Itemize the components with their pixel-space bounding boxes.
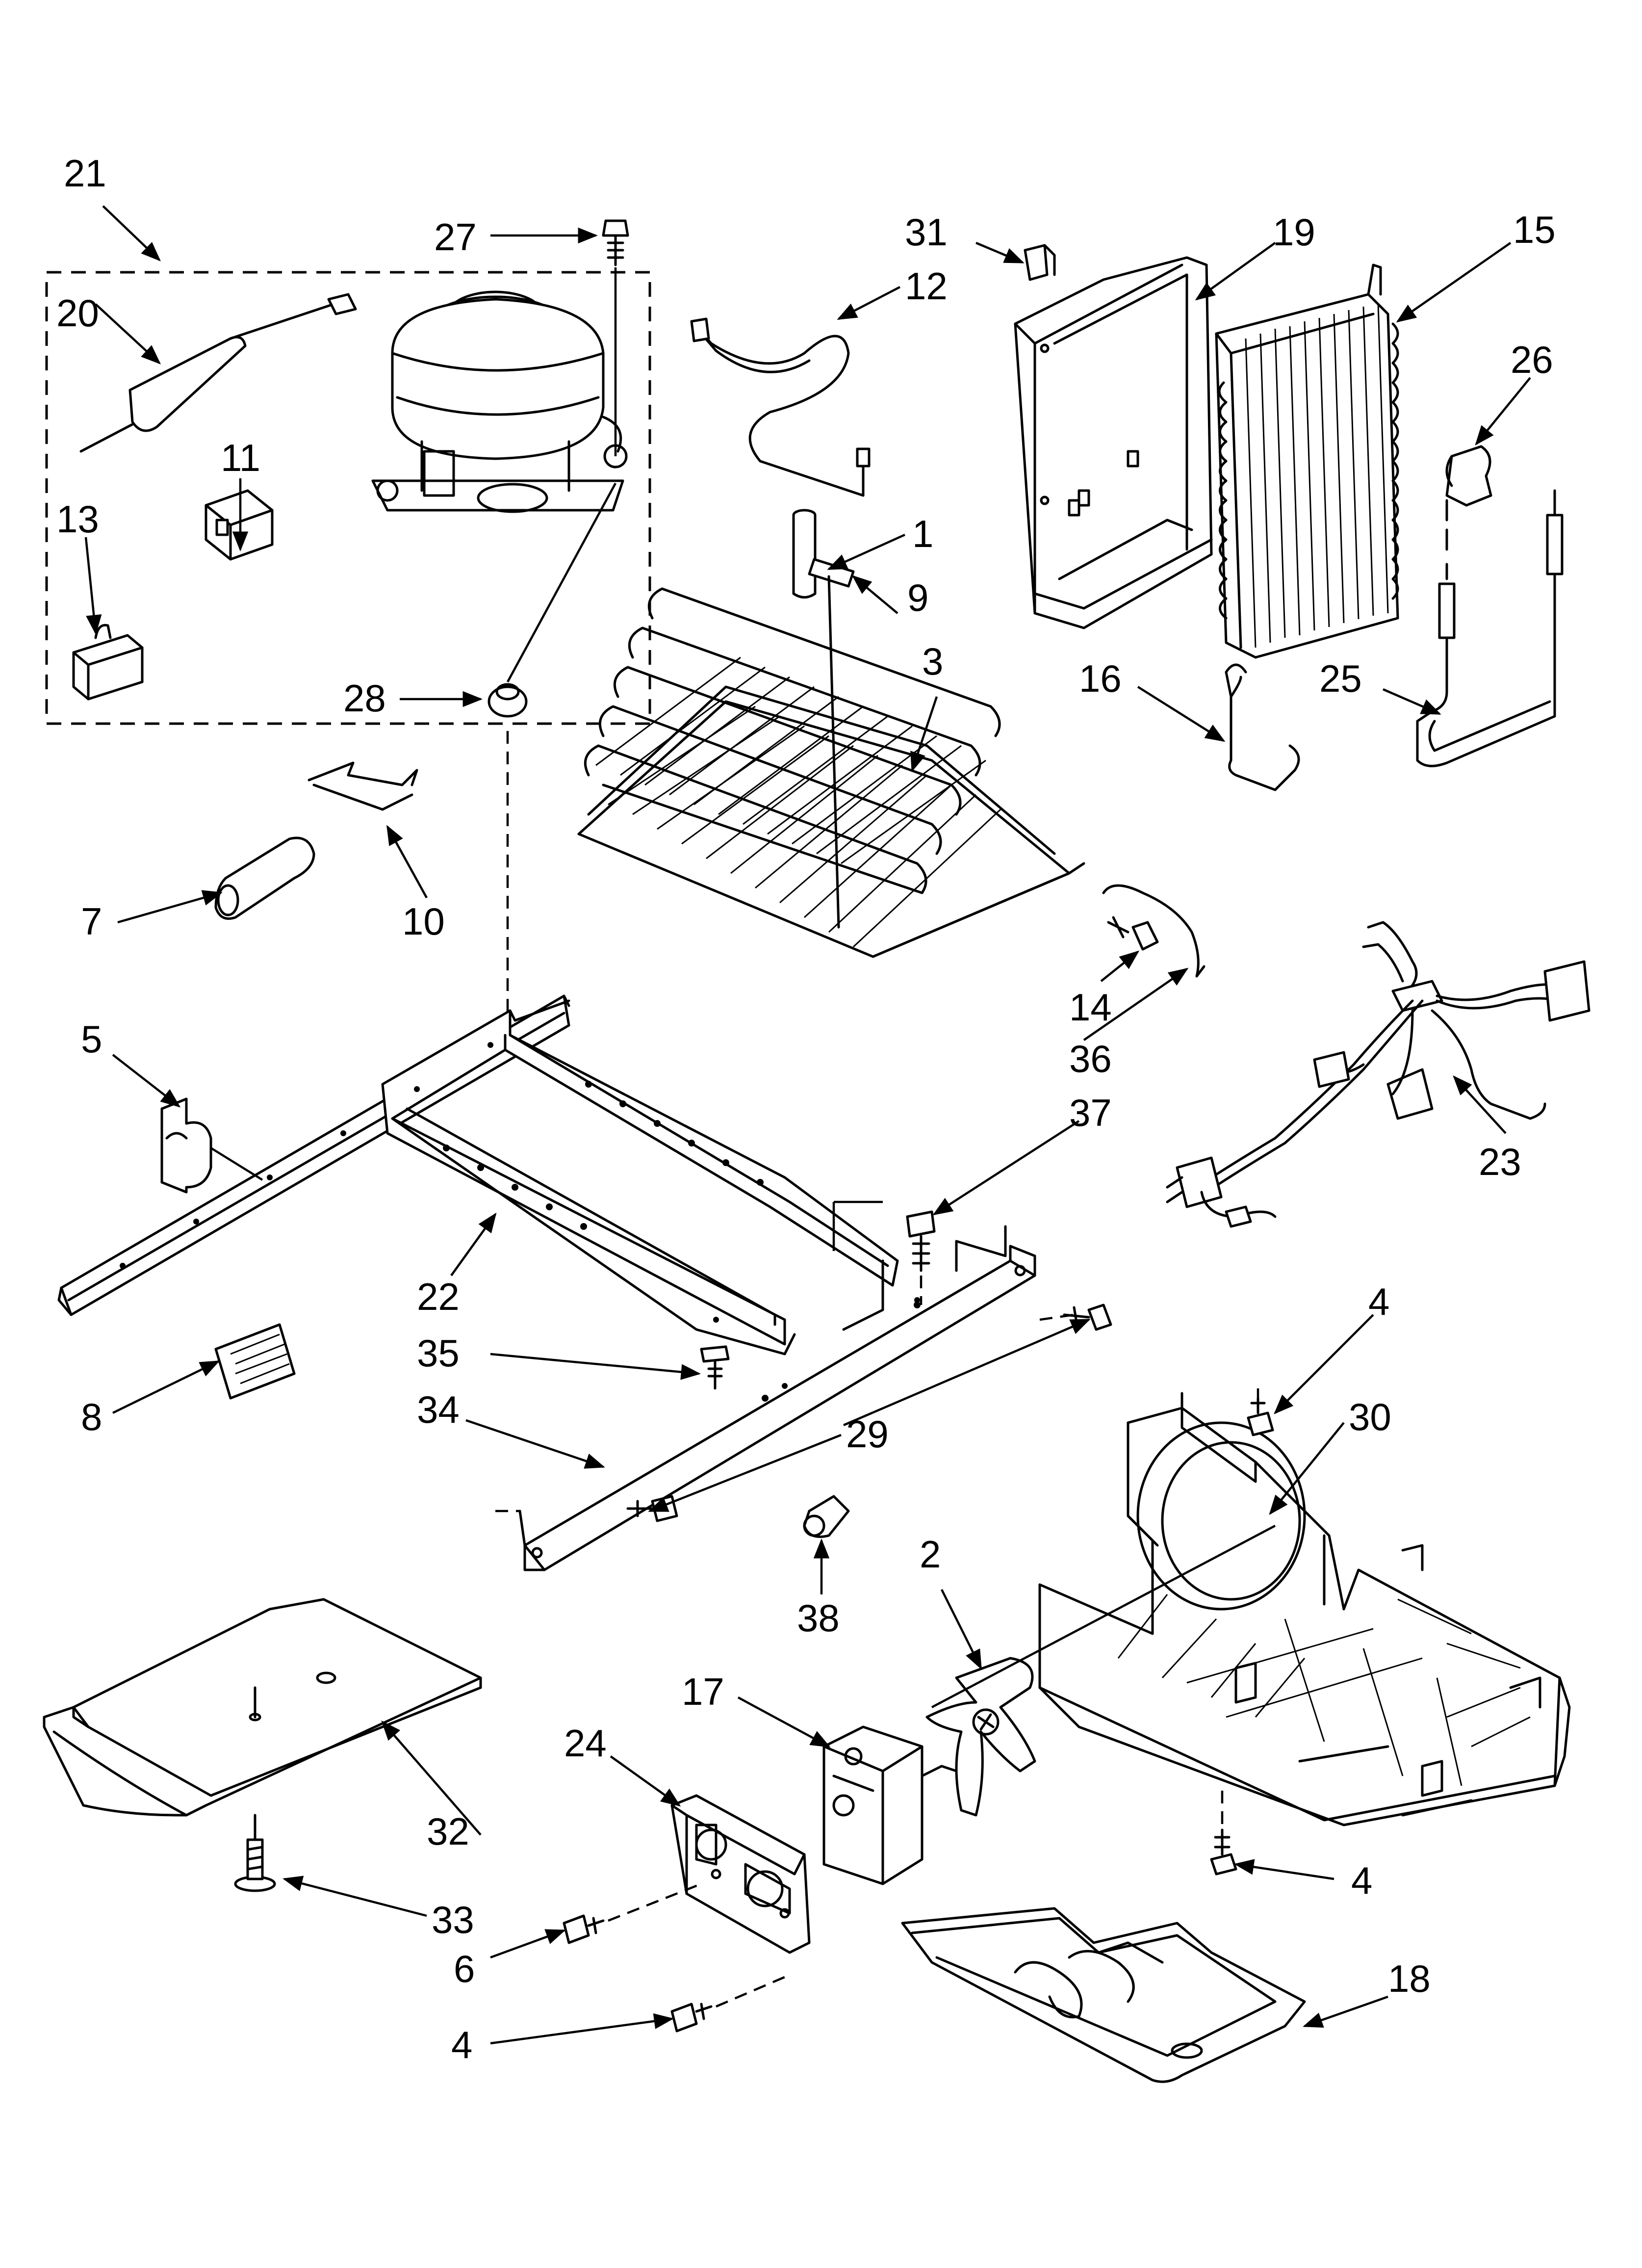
callout-23: 23 (1479, 1140, 1521, 1183)
callout-7: 7 (81, 900, 102, 943)
callout-38: 38 (797, 1596, 840, 1640)
fan-blade-2-part (925, 1657, 1036, 1817)
clip-10-part (308, 761, 418, 811)
callout-15: 15 (1513, 208, 1556, 251)
wire-36-part (1102, 884, 1206, 978)
callout-13: 13 (56, 497, 99, 541)
drier-20-part (79, 293, 357, 453)
callout-30: 30 (1349, 1395, 1391, 1438)
bolt-37-part (906, 1210, 936, 1272)
fan-housing-30-part (1038, 1407, 1571, 1826)
screw-4a-part (1180, 1392, 1274, 1436)
callout-32: 32 (427, 1810, 469, 1853)
drain-pan-18-part (901, 1907, 1306, 2083)
callout-16: 16 (1079, 657, 1122, 700)
callout-1: 1 (912, 512, 933, 555)
dashed-connectors (254, 731, 1276, 2008)
callout-12: 12 (905, 264, 948, 308)
compressor-part (371, 290, 628, 513)
bar-34-part (518, 1225, 1036, 1571)
callout-27: 27 (434, 215, 477, 259)
callout-14: 14 (1069, 986, 1112, 1029)
wire-16-part (1225, 663, 1300, 791)
callout-20: 20 (56, 291, 99, 335)
callout-4-bottom-right: 4 (1351, 1859, 1372, 1902)
screw-4c-part (670, 2003, 713, 2033)
callout-25: 25 (1319, 657, 1362, 700)
plate-32-part (43, 1598, 482, 1817)
evaporator-3-part (577, 587, 1085, 958)
stud-33-part (234, 1814, 276, 1892)
overload-13-part (72, 624, 144, 701)
callout-2: 2 (920, 1533, 941, 1576)
tube-25-part (1416, 489, 1564, 767)
callout-10: 10 (402, 900, 445, 943)
bracket-24-part (670, 1794, 811, 1954)
callout-8: 8 (81, 1395, 102, 1438)
callout-labels: 21 27 20 11 13 28 12 1 9 3 31 19 15 26 1… (56, 152, 1556, 2066)
callout-9: 9 (907, 576, 928, 619)
callout-6: 6 (454, 1947, 475, 1990)
callout-4-bottom-left: 4 (451, 2023, 472, 2066)
callout-3: 3 (922, 640, 943, 683)
frame-22-part (57, 994, 920, 1356)
tube-7-part (214, 836, 315, 920)
tube-1-part (792, 509, 817, 599)
callout-33: 33 (432, 1898, 474, 1941)
screw-6-part (563, 1914, 605, 1944)
screw-4b-part (1210, 1828, 1237, 1876)
screw-27-part (602, 219, 629, 266)
leader-lines (84, 205, 1531, 2045)
wire-harness-23-part (1166, 921, 1591, 1228)
callout-11: 11 (221, 436, 260, 479)
callout-21: 21 (64, 152, 106, 195)
clip-5-part (160, 1097, 212, 1194)
callout-17: 17 (682, 1670, 724, 1713)
bolt-14-part (1107, 916, 1159, 951)
screw-35-part (700, 1345, 730, 1390)
callout-34: 34 (417, 1388, 460, 1431)
callout-31: 31 (905, 210, 948, 254)
relay-11-part (205, 489, 274, 561)
part-38-part (803, 1495, 850, 1538)
callout-19: 19 (1273, 210, 1315, 254)
callout-4-top: 4 (1368, 1280, 1389, 1323)
callout-35: 35 (417, 1331, 460, 1375)
callout-24: 24 (564, 1721, 607, 1765)
compressor-assembly-box (45, 271, 651, 725)
callout-36: 36 (1069, 1037, 1112, 1080)
tube-12-part (690, 317, 871, 497)
callout-28: 28 (343, 677, 386, 720)
callout-18: 18 (1388, 1957, 1431, 2000)
callout-29: 29 (846, 1412, 889, 1456)
clip-26-part (1445, 445, 1492, 507)
grommet-28-part (487, 683, 528, 718)
callout-22: 22 (417, 1275, 460, 1318)
callout-26: 26 (1511, 338, 1553, 381)
housing-19-part (1014, 256, 1213, 629)
callout-5: 5 (81, 1017, 102, 1061)
fan-motor-17-part (822, 1725, 958, 1885)
callout-37: 37 (1069, 1091, 1112, 1134)
clip-31-part (1024, 244, 1056, 281)
label-8-part (214, 1323, 296, 1400)
condenser-15-part (1215, 263, 1399, 659)
screw-29a-part (1063, 1303, 1112, 1331)
